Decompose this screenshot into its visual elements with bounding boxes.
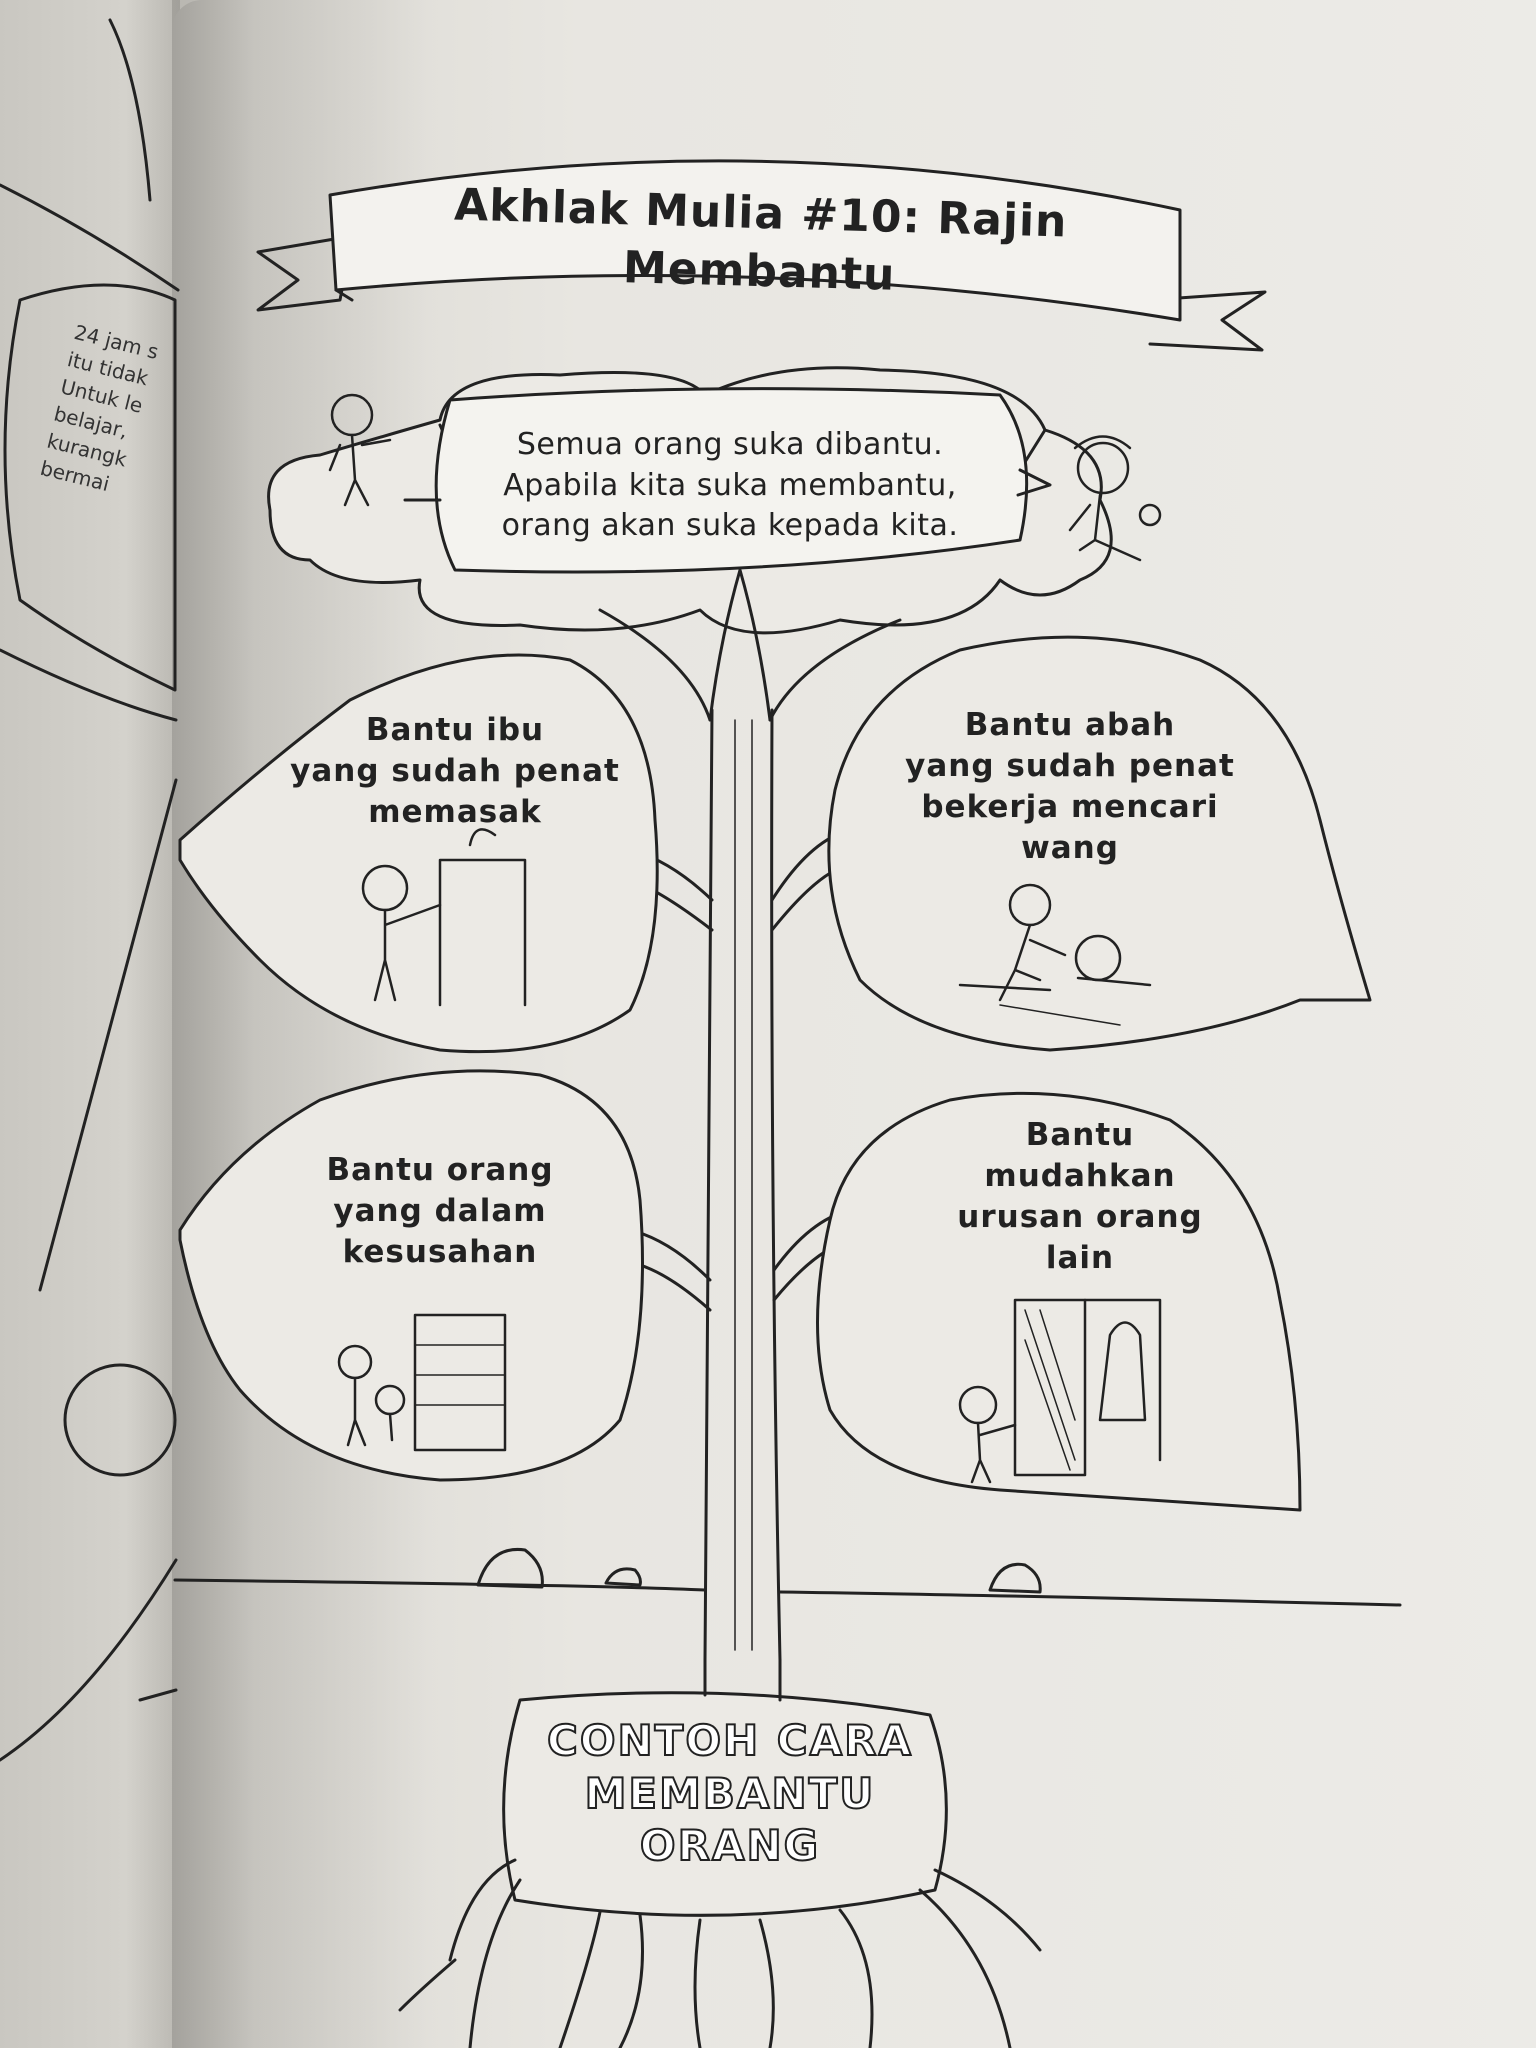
left-character-head bbox=[63, 1363, 177, 1477]
tree-root bbox=[398, 1868, 1042, 2012]
rock bbox=[476, 1547, 544, 1589]
page-title: Akhlak Mulia #10: Rajin Membantu bbox=[453, 179, 1069, 301]
left-page bbox=[0, 0, 180, 2048]
leaf-ibu bbox=[178, 653, 659, 1054]
leaf-ibu-text: Bantu ibu yang sudah penat memasak bbox=[290, 712, 620, 830]
banner-ribbon bbox=[328, 159, 1182, 322]
quote-bubble-tail bbox=[1016, 468, 1052, 497]
grandfather-with-cat-figure bbox=[1068, 435, 1162, 562]
rock bbox=[604, 1567, 642, 1587]
child-holding-door-figure bbox=[958, 1298, 1162, 1484]
quote-bubble bbox=[434, 387, 1029, 574]
left-speech-bubble bbox=[3, 283, 177, 692]
ground-line bbox=[173, 1578, 1402, 1607]
tree-trunk-right bbox=[770, 708, 782, 1662]
tree-trunk-left bbox=[703, 708, 714, 1662]
tree-root bbox=[448, 1858, 522, 2048]
leaf-abah-text: Bantu abah yang sudah penat bekerja menc… bbox=[905, 707, 1235, 866]
rock bbox=[988, 1562, 1042, 1594]
leaf-urusan bbox=[816, 1091, 1302, 1512]
quote-text: Semua orang suka dibantu. Apabila kita s… bbox=[501, 427, 959, 543]
tree-root bbox=[558, 1910, 644, 2048]
left-panel-border bbox=[0, 183, 180, 292]
leaf-urusan-text: Bantu mudahkan urusan orang lain bbox=[957, 1117, 1203, 1276]
leaf-abah bbox=[827, 635, 1372, 1052]
leaf-kesusahan bbox=[178, 1069, 644, 1482]
root-label: CONTOH CARA MEMBANTU ORANG bbox=[546, 1715, 913, 1871]
tree-root bbox=[693, 1918, 775, 2048]
children-carrying-box-figure bbox=[337, 1313, 507, 1452]
leaf-kesusahan-text: Bantu orang yang dalam kesusahan bbox=[326, 1152, 554, 1270]
left-panel-edge bbox=[38, 778, 178, 1292]
child-massaging-father-figure bbox=[958, 883, 1152, 1026]
banner-right-tail bbox=[1148, 290, 1267, 352]
child-washing-dishes-figure bbox=[361, 828, 527, 1007]
child-with-school-bag-figure bbox=[328, 393, 392, 507]
tree-root bbox=[838, 1888, 1012, 2048]
